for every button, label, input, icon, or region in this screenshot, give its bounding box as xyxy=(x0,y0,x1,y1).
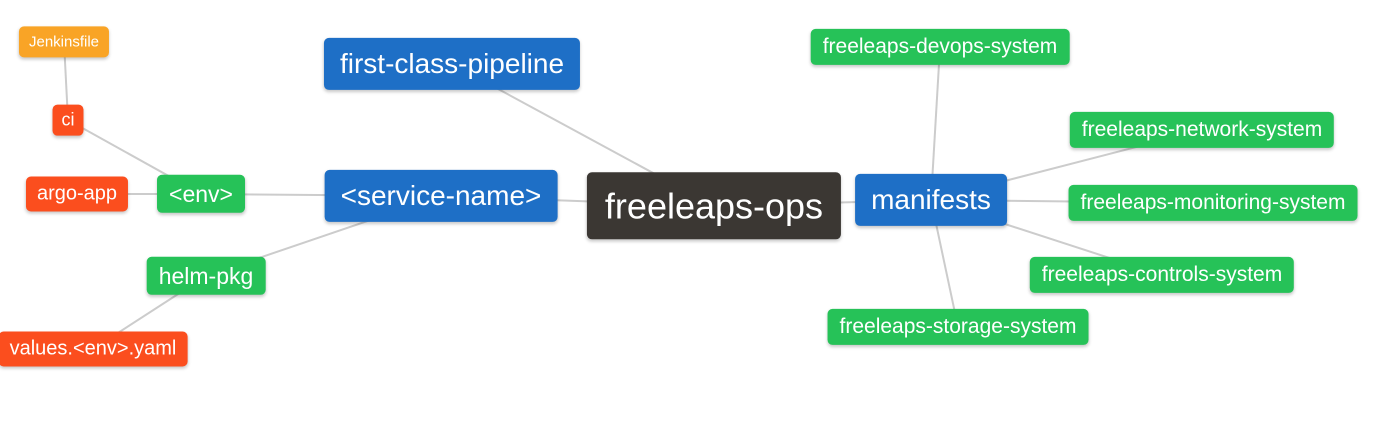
node-controls-system[interactable]: freeleaps-controls-system xyxy=(1029,256,1295,294)
node-service-name[interactable]: <service-name> xyxy=(324,169,558,223)
node-values-env-yaml[interactable]: values.<env>.yaml xyxy=(0,331,188,367)
node-env[interactable]: <env> xyxy=(157,174,245,214)
node-network-system[interactable]: freeleaps-network-system xyxy=(1069,111,1335,149)
node-argo-app[interactable]: argo-app xyxy=(25,176,129,212)
node-helm-pkg[interactable]: helm-pkg xyxy=(146,256,266,296)
node-jenkinsfile[interactable]: Jenkinsfile xyxy=(18,26,110,58)
node-monitoring-system[interactable]: freeleaps-monitoring-system xyxy=(1068,184,1358,222)
node-devops-system[interactable]: freeleaps-devops-system xyxy=(810,28,1070,66)
node-first-class-pipeline[interactable]: first-class-pipeline xyxy=(323,37,581,91)
node-manifests[interactable]: manifests xyxy=(855,173,1007,227)
node-freeleaps-ops-root[interactable]: freeleaps-ops xyxy=(586,172,842,240)
node-ci[interactable]: ci xyxy=(52,104,84,136)
node-storage-system[interactable]: freeleaps-storage-system xyxy=(827,308,1089,346)
